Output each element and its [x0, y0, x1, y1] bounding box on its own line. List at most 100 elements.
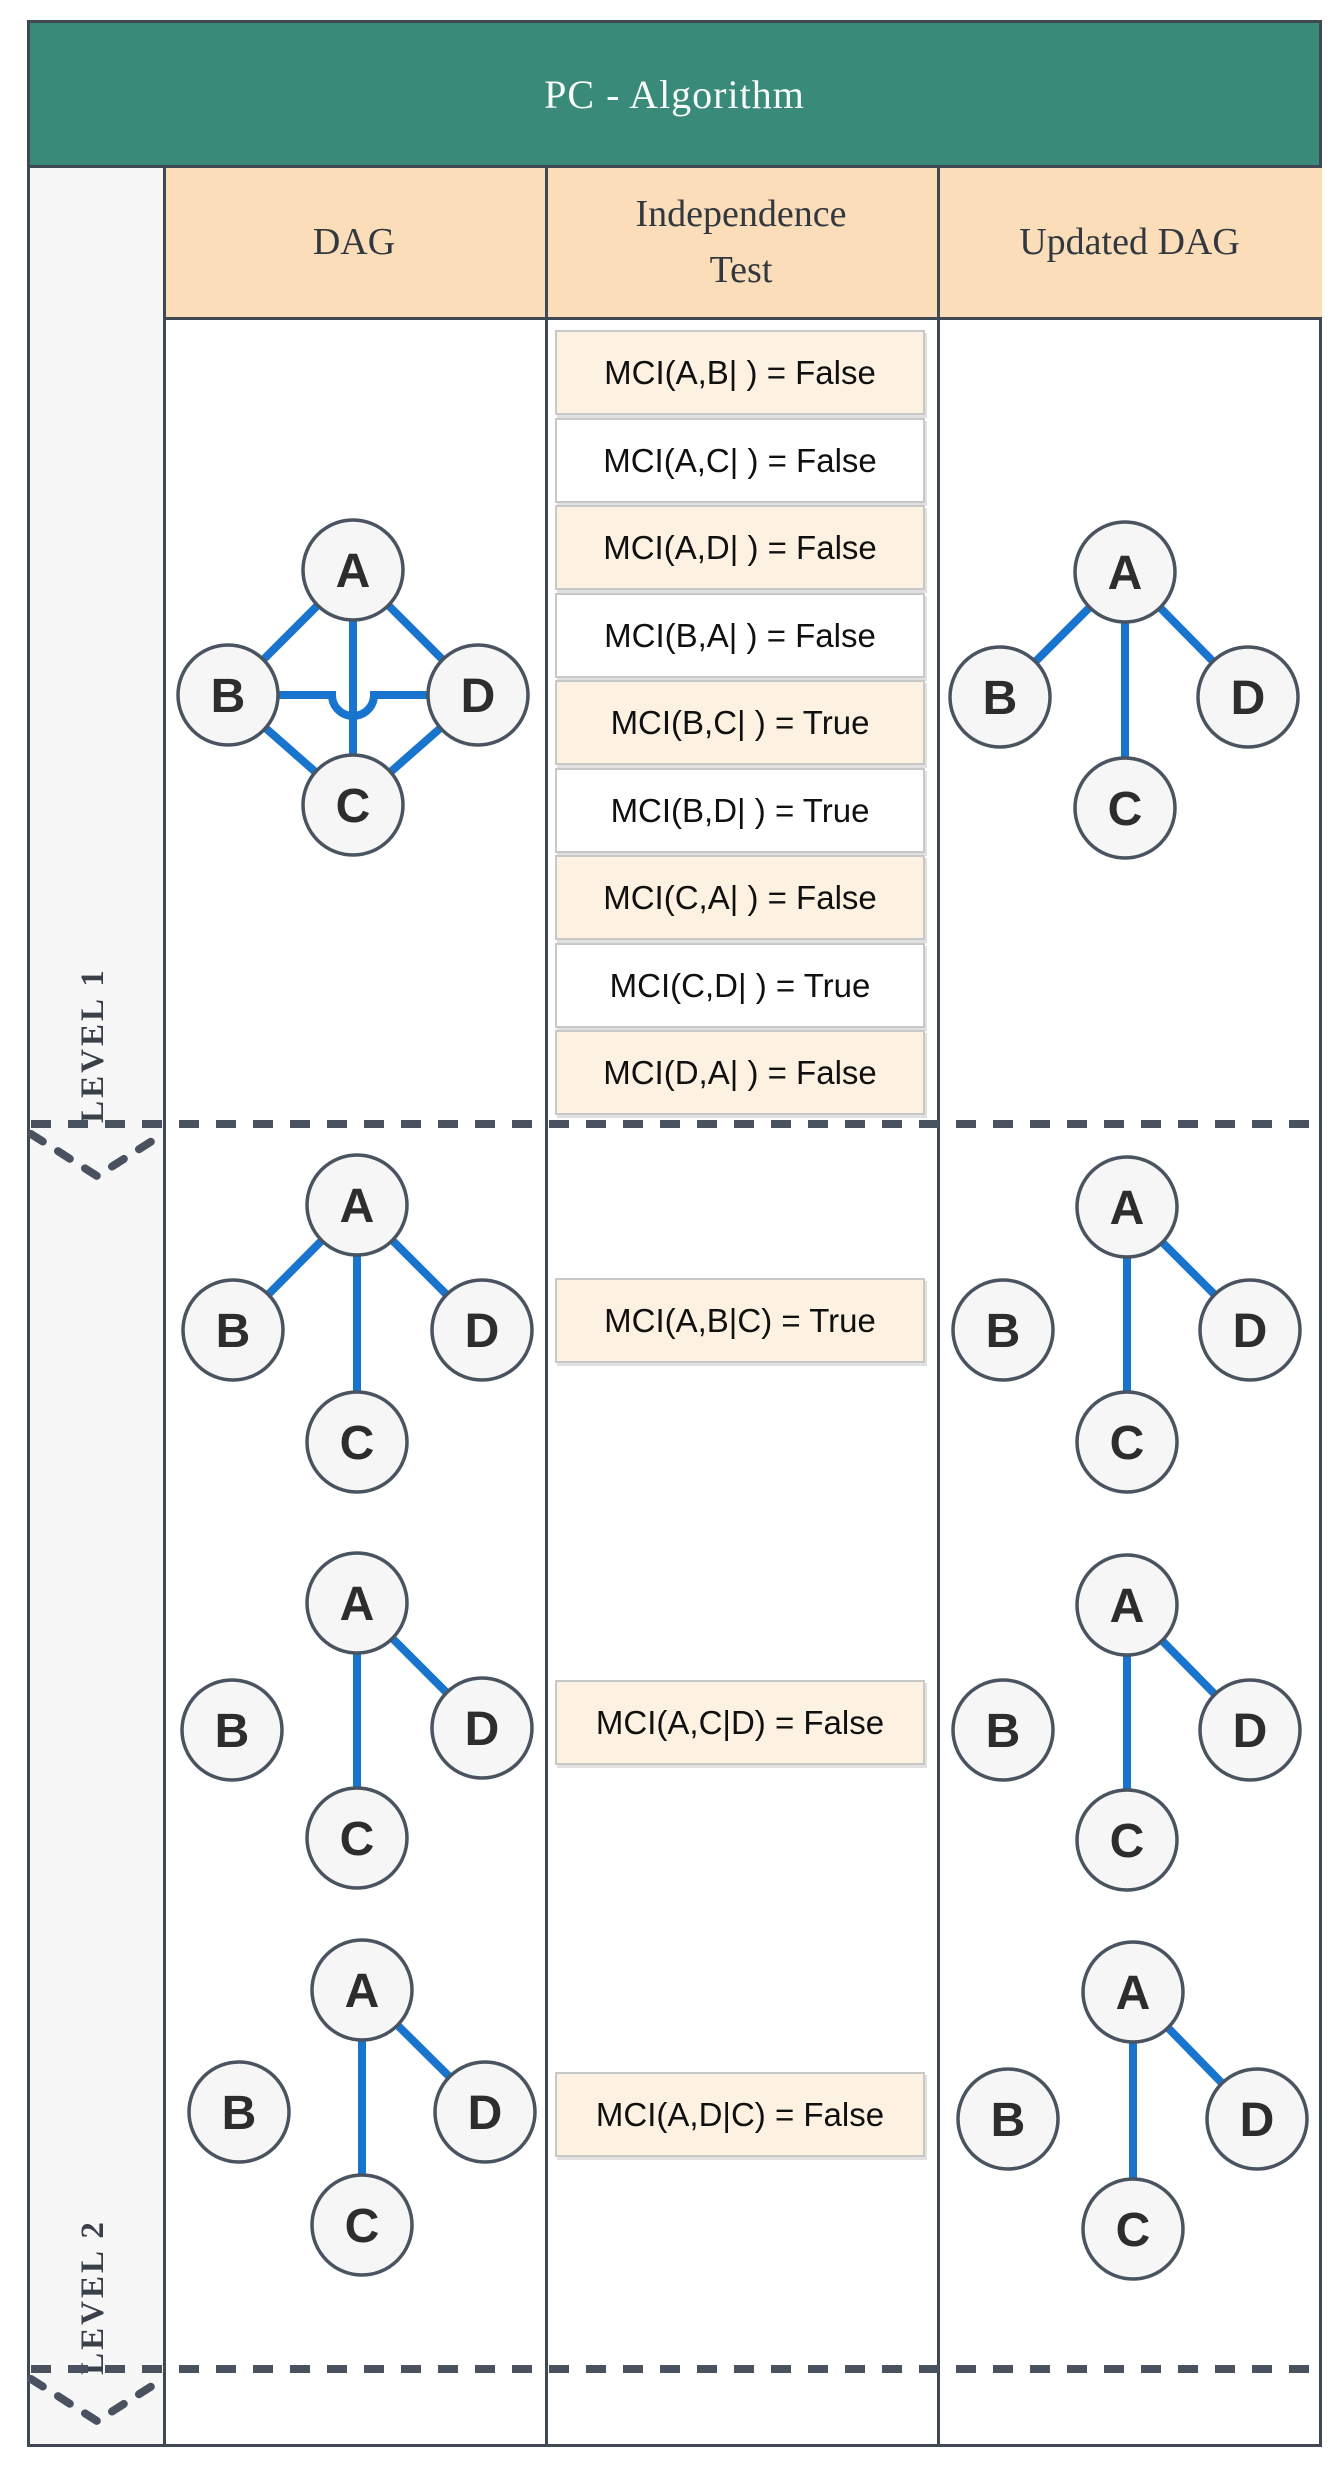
node-C-label: C [1116, 2204, 1151, 2257]
node-C [305, 1786, 409, 1890]
node-D [1198, 1278, 1302, 1382]
node-C [1075, 1390, 1179, 1494]
updated-dag-level2-row2: A B D C [951, 1553, 1302, 1892]
node-A-label: A [345, 1965, 380, 2018]
dag-level1: A B D C [176, 518, 530, 857]
node-B [951, 1278, 1055, 1382]
node-B [176, 643, 280, 747]
node-B [948, 645, 1052, 749]
node-A-label: A [1110, 1580, 1145, 1633]
independence-test-box: MCI(A,D| ) = False [555, 505, 925, 590]
node-D [426, 643, 530, 747]
node-D-label: D [468, 2087, 503, 2140]
node-B [951, 1678, 1055, 1782]
updated-dag-level1: A B D C [948, 520, 1300, 860]
node-D-label: D [1231, 672, 1266, 725]
node-B-label: B [216, 1305, 251, 1358]
column-divider-2 [545, 168, 548, 2444]
column-divider-1 [163, 168, 166, 2444]
independence-test-box: MCI(A,C| ) = False [555, 418, 925, 503]
node-D-label: D [1233, 1305, 1268, 1358]
independence-test-box: MCI(D,A| ) = False [555, 1030, 925, 1115]
dag-level2-row2: A B D C [180, 1551, 534, 1890]
updated-dag-level2-row3: A B D C [956, 1940, 1309, 2281]
node-D-label: D [1233, 1705, 1268, 1758]
node-D-label: D [465, 1703, 500, 1756]
column-header-dag-label: DAG [312, 220, 396, 263]
column-header-independence-test-label: Independence Test [635, 193, 847, 291]
column-header-independence-test: Independence Test [545, 168, 937, 320]
node-C-label: C [340, 1417, 375, 1470]
node-A [1081, 1940, 1185, 2044]
node-B-label: B [983, 672, 1018, 725]
column-header-updated-dag-label: Updated DAG [1019, 220, 1240, 263]
node-D-label: D [1240, 2094, 1275, 2147]
independence-test-box: MCI(B,A| ) = False [555, 593, 925, 678]
edge-B-D [224, 691, 482, 720]
node-B [956, 2067, 1060, 2171]
node-B-label: B [215, 1705, 250, 1758]
level-divider-1 [27, 1120, 1319, 1181]
node-B-label: B [986, 1305, 1021, 1358]
node-B-label: B [222, 2087, 257, 2140]
node-C [305, 1390, 409, 1494]
node-A-label: A [336, 545, 371, 598]
independence-test-box: MCI(C,A| ) = False [555, 855, 925, 940]
node-D-label: D [465, 1305, 500, 1358]
level-sidebar [30, 168, 163, 2444]
node-B-label: B [211, 670, 246, 723]
dag-level2-row1: A B D C [181, 1153, 534, 1494]
level-divider-2 [27, 2365, 1319, 2426]
dag-level2-row3: A B D C [187, 1938, 537, 2277]
node-B [181, 1278, 285, 1382]
node-C-label: C [336, 780, 371, 833]
level-1-label: LEVEL 1 [75, 967, 111, 1123]
independence-test-box: MCI(B,C| ) = True [555, 680, 925, 765]
node-A [1075, 1553, 1179, 1657]
node-A [1075, 1155, 1179, 1259]
node-C-label: C [1108, 783, 1143, 836]
node-A [1073, 520, 1177, 624]
node-C [1073, 756, 1177, 860]
node-C-label: C [1110, 1417, 1145, 1470]
node-A-label: A [1110, 1182, 1145, 1235]
node-B [187, 2060, 291, 2164]
node-A [301, 518, 405, 622]
independence-test-box: MCI(A,C|D) = False [555, 1680, 925, 1765]
node-A-label: A [340, 1578, 375, 1631]
node-C-label: C [340, 1813, 375, 1866]
node-C [1075, 1788, 1179, 1892]
node-D [430, 1676, 534, 1780]
node-B-label: B [986, 1705, 1021, 1758]
column-header-dag: DAG [163, 168, 545, 320]
node-A-label: A [1116, 1967, 1151, 2020]
node-A [310, 1938, 414, 2042]
node-D [430, 1278, 534, 1382]
node-B [180, 1678, 284, 1782]
column-divider-3 [937, 168, 940, 2444]
independence-test-box: MCI(A,B| ) = False [555, 330, 925, 415]
node-A-label: A [340, 1180, 375, 1233]
updated-dag-level2-row1: A B D C [951, 1155, 1302, 1494]
node-C [301, 753, 405, 857]
figure-header: PC - Algorithm [27, 20, 1322, 168]
independence-test-box: MCI(A,D|C) = False [555, 2072, 925, 2157]
node-A-label: A [1108, 547, 1143, 600]
independence-test-box: MCI(B,D| ) = True [555, 768, 925, 853]
page-title: PC - Algorithm [544, 71, 805, 117]
sidebar-chevron-mark [27, 1130, 167, 1181]
node-C-label: C [1110, 1815, 1145, 1868]
node-D [1198, 1678, 1302, 1782]
independence-test-box: MCI(A,B|C) = True [555, 1278, 925, 1363]
node-C [310, 2173, 414, 2277]
node-C-label: C [345, 2200, 380, 2253]
node-D [1205, 2067, 1309, 2171]
node-A [305, 1153, 409, 1257]
node-D-label: D [461, 670, 496, 723]
sidebar-chevron-mark [27, 2375, 167, 2426]
node-C [1081, 2177, 1185, 2281]
node-D [433, 2060, 537, 2164]
column-header-updated-dag: Updated DAG [937, 168, 1322, 320]
node-B-label: B [991, 2094, 1026, 2147]
